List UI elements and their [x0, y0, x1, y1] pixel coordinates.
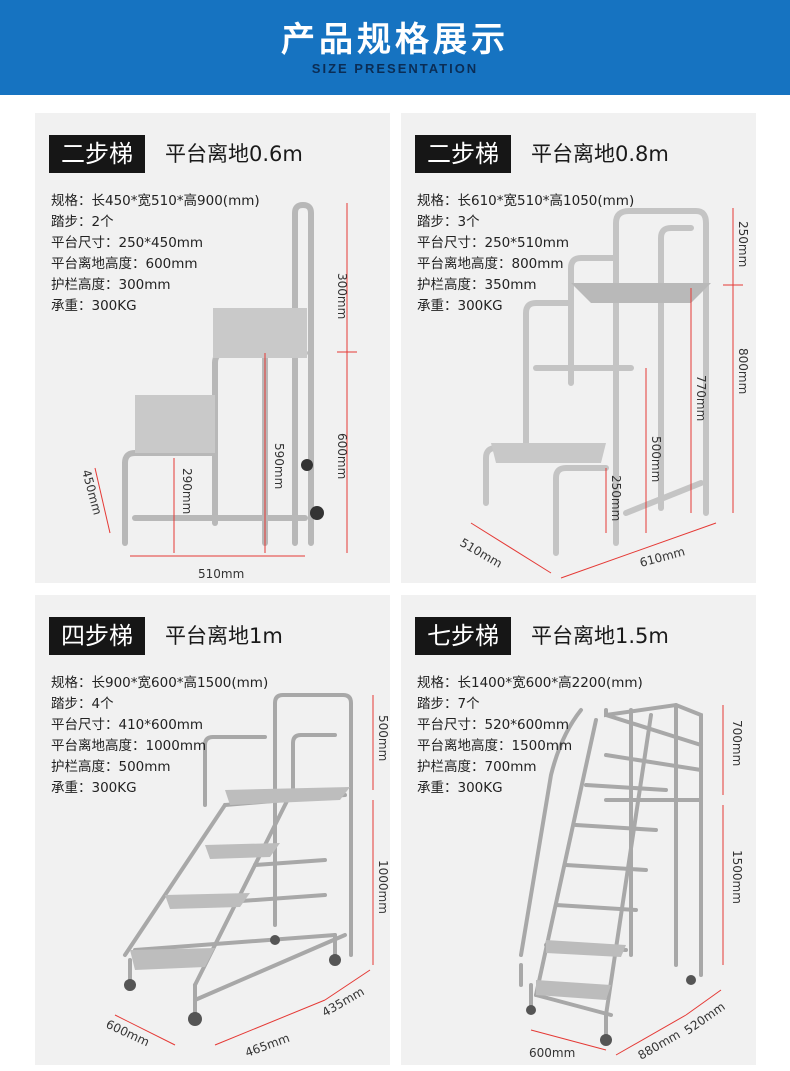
- spec-item: 踏步：3个: [417, 214, 480, 230]
- dim-label: 1000mm: [376, 860, 390, 914]
- dim-label: 800mm: [736, 348, 750, 394]
- dim-label: 880mm: [636, 1027, 683, 1062]
- spec-item: 护栏高度：500mm: [51, 759, 171, 775]
- spec-item: 护栏高度：350mm: [417, 277, 537, 293]
- dim-label: 500mm: [376, 715, 390, 761]
- spec-item: 平台离地高度：1000mm: [51, 738, 207, 754]
- spec-item: 平台离地高度：800mm: [417, 256, 564, 272]
- step-count-tag: 二步梯: [415, 135, 511, 173]
- spec-item: 护栏高度：300mm: [51, 277, 171, 293]
- platform-height-heading: 平台离地1.5m: [531, 624, 669, 648]
- spec-list: 规格：长610*宽510*高1050(mm) 踏步：3个 平台尺寸：250*51…: [417, 191, 634, 317]
- spec-item: 平台尺寸：250*510mm: [417, 235, 570, 251]
- step-count-tag: 七步梯: [415, 617, 511, 655]
- step-count-tag: 二步梯: [49, 135, 145, 173]
- spec-item: 承重：300KG: [51, 298, 137, 314]
- step-count-tag: 四步梯: [49, 617, 145, 655]
- spec-item: 承重：300KG: [417, 298, 503, 314]
- spec-item: 规格：长450*宽510*高900(mm): [51, 193, 260, 209]
- ladder-illustration: 500mm 1000mm 435mm 465mm 600mm: [104, 693, 390, 1060]
- page-subtitle: SIZE PRESENTATION: [311, 61, 479, 76]
- spec-item: 规格：长610*宽510*高1050(mm): [417, 193, 635, 209]
- product-card-1: 300mm 600mm 590mm 290mm 450mm 510mm 二步梯 …: [35, 113, 390, 583]
- dim-label: 510mm: [458, 535, 505, 570]
- spec-item: 护栏高度：700mm: [417, 759, 537, 775]
- dim-label: 1500mm: [730, 850, 744, 904]
- spec-item: 踏步：7个: [417, 696, 480, 712]
- dim-label: 600mm: [335, 433, 349, 479]
- dim-label: 250mm: [736, 221, 750, 267]
- spec-item: 承重：300KG: [51, 780, 137, 796]
- ladder-illustration: 700mm 1500mm 520mm 880mm 600mm: [519, 702, 744, 1063]
- page-title: 产品规格展示: [281, 20, 509, 60]
- platform-height-heading: 平台离地0.6m: [165, 142, 303, 166]
- spec-item: 踏步：2个: [51, 214, 114, 230]
- spec-item: 平台离地高度：600mm: [51, 256, 198, 272]
- dim-label: 700mm: [730, 720, 744, 766]
- dim-label: 600mm: [529, 1046, 575, 1060]
- product-card-3: 500mm 1000mm 435mm 465mm 600mm 四步梯 平台离地1…: [35, 595, 390, 1065]
- product-card-2: 250mm 800mm 770mm 500mm 250mm 510mm 610m…: [401, 113, 756, 583]
- spec-list: 规格：长450*宽510*高900(mm) 踏步：2个 平台尺寸：250*450…: [51, 191, 260, 317]
- platform-height-heading: 平台离地0.8m: [531, 142, 669, 166]
- spec-list: 规格：长900*宽600*高1500(mm) 踏步：4个 平台尺寸：410*60…: [51, 673, 268, 799]
- page-header: 产品规格展示 SIZE PRESENTATION: [0, 0, 790, 95]
- spec-item: 承重：300KG: [417, 780, 503, 796]
- dim-label: 770mm: [694, 375, 708, 421]
- dim-label: 435mm: [320, 984, 367, 1019]
- spec-item: 规格：长1400*宽600*高2200(mm): [417, 675, 643, 691]
- spec-item: 平台尺寸：410*600mm: [51, 717, 204, 733]
- dim-label: 500mm: [649, 436, 663, 482]
- ladder-illustration: 300mm 600mm 590mm 290mm 450mm 510mm: [79, 201, 357, 581]
- spec-item: 平台尺寸：520*600mm: [417, 717, 570, 733]
- dim-label: 465mm: [243, 1031, 291, 1060]
- dim-label: 300mm: [335, 273, 349, 319]
- spec-item: 踏步：4个: [51, 696, 114, 712]
- dim-label: 290mm: [180, 468, 194, 514]
- spec-item: 规格：长900*宽600*高1500(mm): [51, 675, 269, 691]
- product-card-4: 700mm 1500mm 520mm 880mm 600mm 七步梯 平台离地1…: [401, 595, 756, 1065]
- platform-height-heading: 平台离地1m: [165, 624, 283, 648]
- ladder-illustration: 250mm 800mm 770mm 500mm 250mm 510mm 610m…: [458, 208, 750, 579]
- spec-item: 平台尺寸：250*450mm: [51, 235, 204, 251]
- spec-item: 平台离地高度：1500mm: [417, 738, 573, 754]
- dim-label: 250mm: [609, 475, 623, 521]
- dim-label: 520mm: [682, 999, 728, 1037]
- dim-label: 590mm: [272, 443, 286, 489]
- spec-list: 规格：长1400*宽600*高2200(mm) 踏步：7个 平台尺寸：520*6…: [417, 673, 643, 799]
- dim-label: 510mm: [198, 567, 244, 581]
